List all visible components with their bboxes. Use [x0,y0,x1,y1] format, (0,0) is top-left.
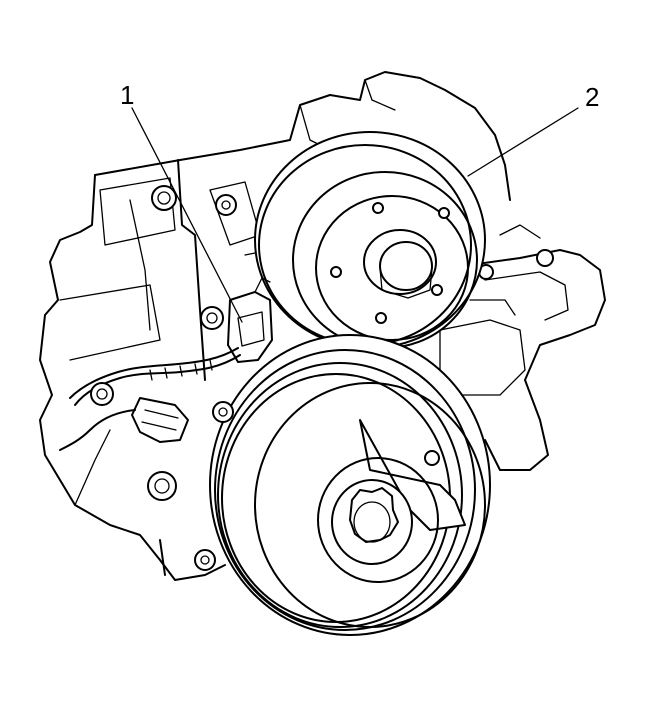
bolt [151,185,177,211]
bolt [200,306,224,330]
callout-label-2: 2 [585,82,599,112]
callout-label-1: 1 [120,80,134,110]
bolt [212,401,234,423]
callout-2: 2 [467,82,599,177]
upper-pulley [254,131,486,349]
bolt [194,549,216,571]
bolt [147,471,177,501]
callout-1: 1 [120,80,243,323]
mount-bracket [439,224,606,471]
crankshaft-balancer [209,334,491,636]
sensor-and-harness [59,277,273,451]
bolt [90,382,114,406]
bolts [90,185,237,571]
bolt [215,194,237,216]
